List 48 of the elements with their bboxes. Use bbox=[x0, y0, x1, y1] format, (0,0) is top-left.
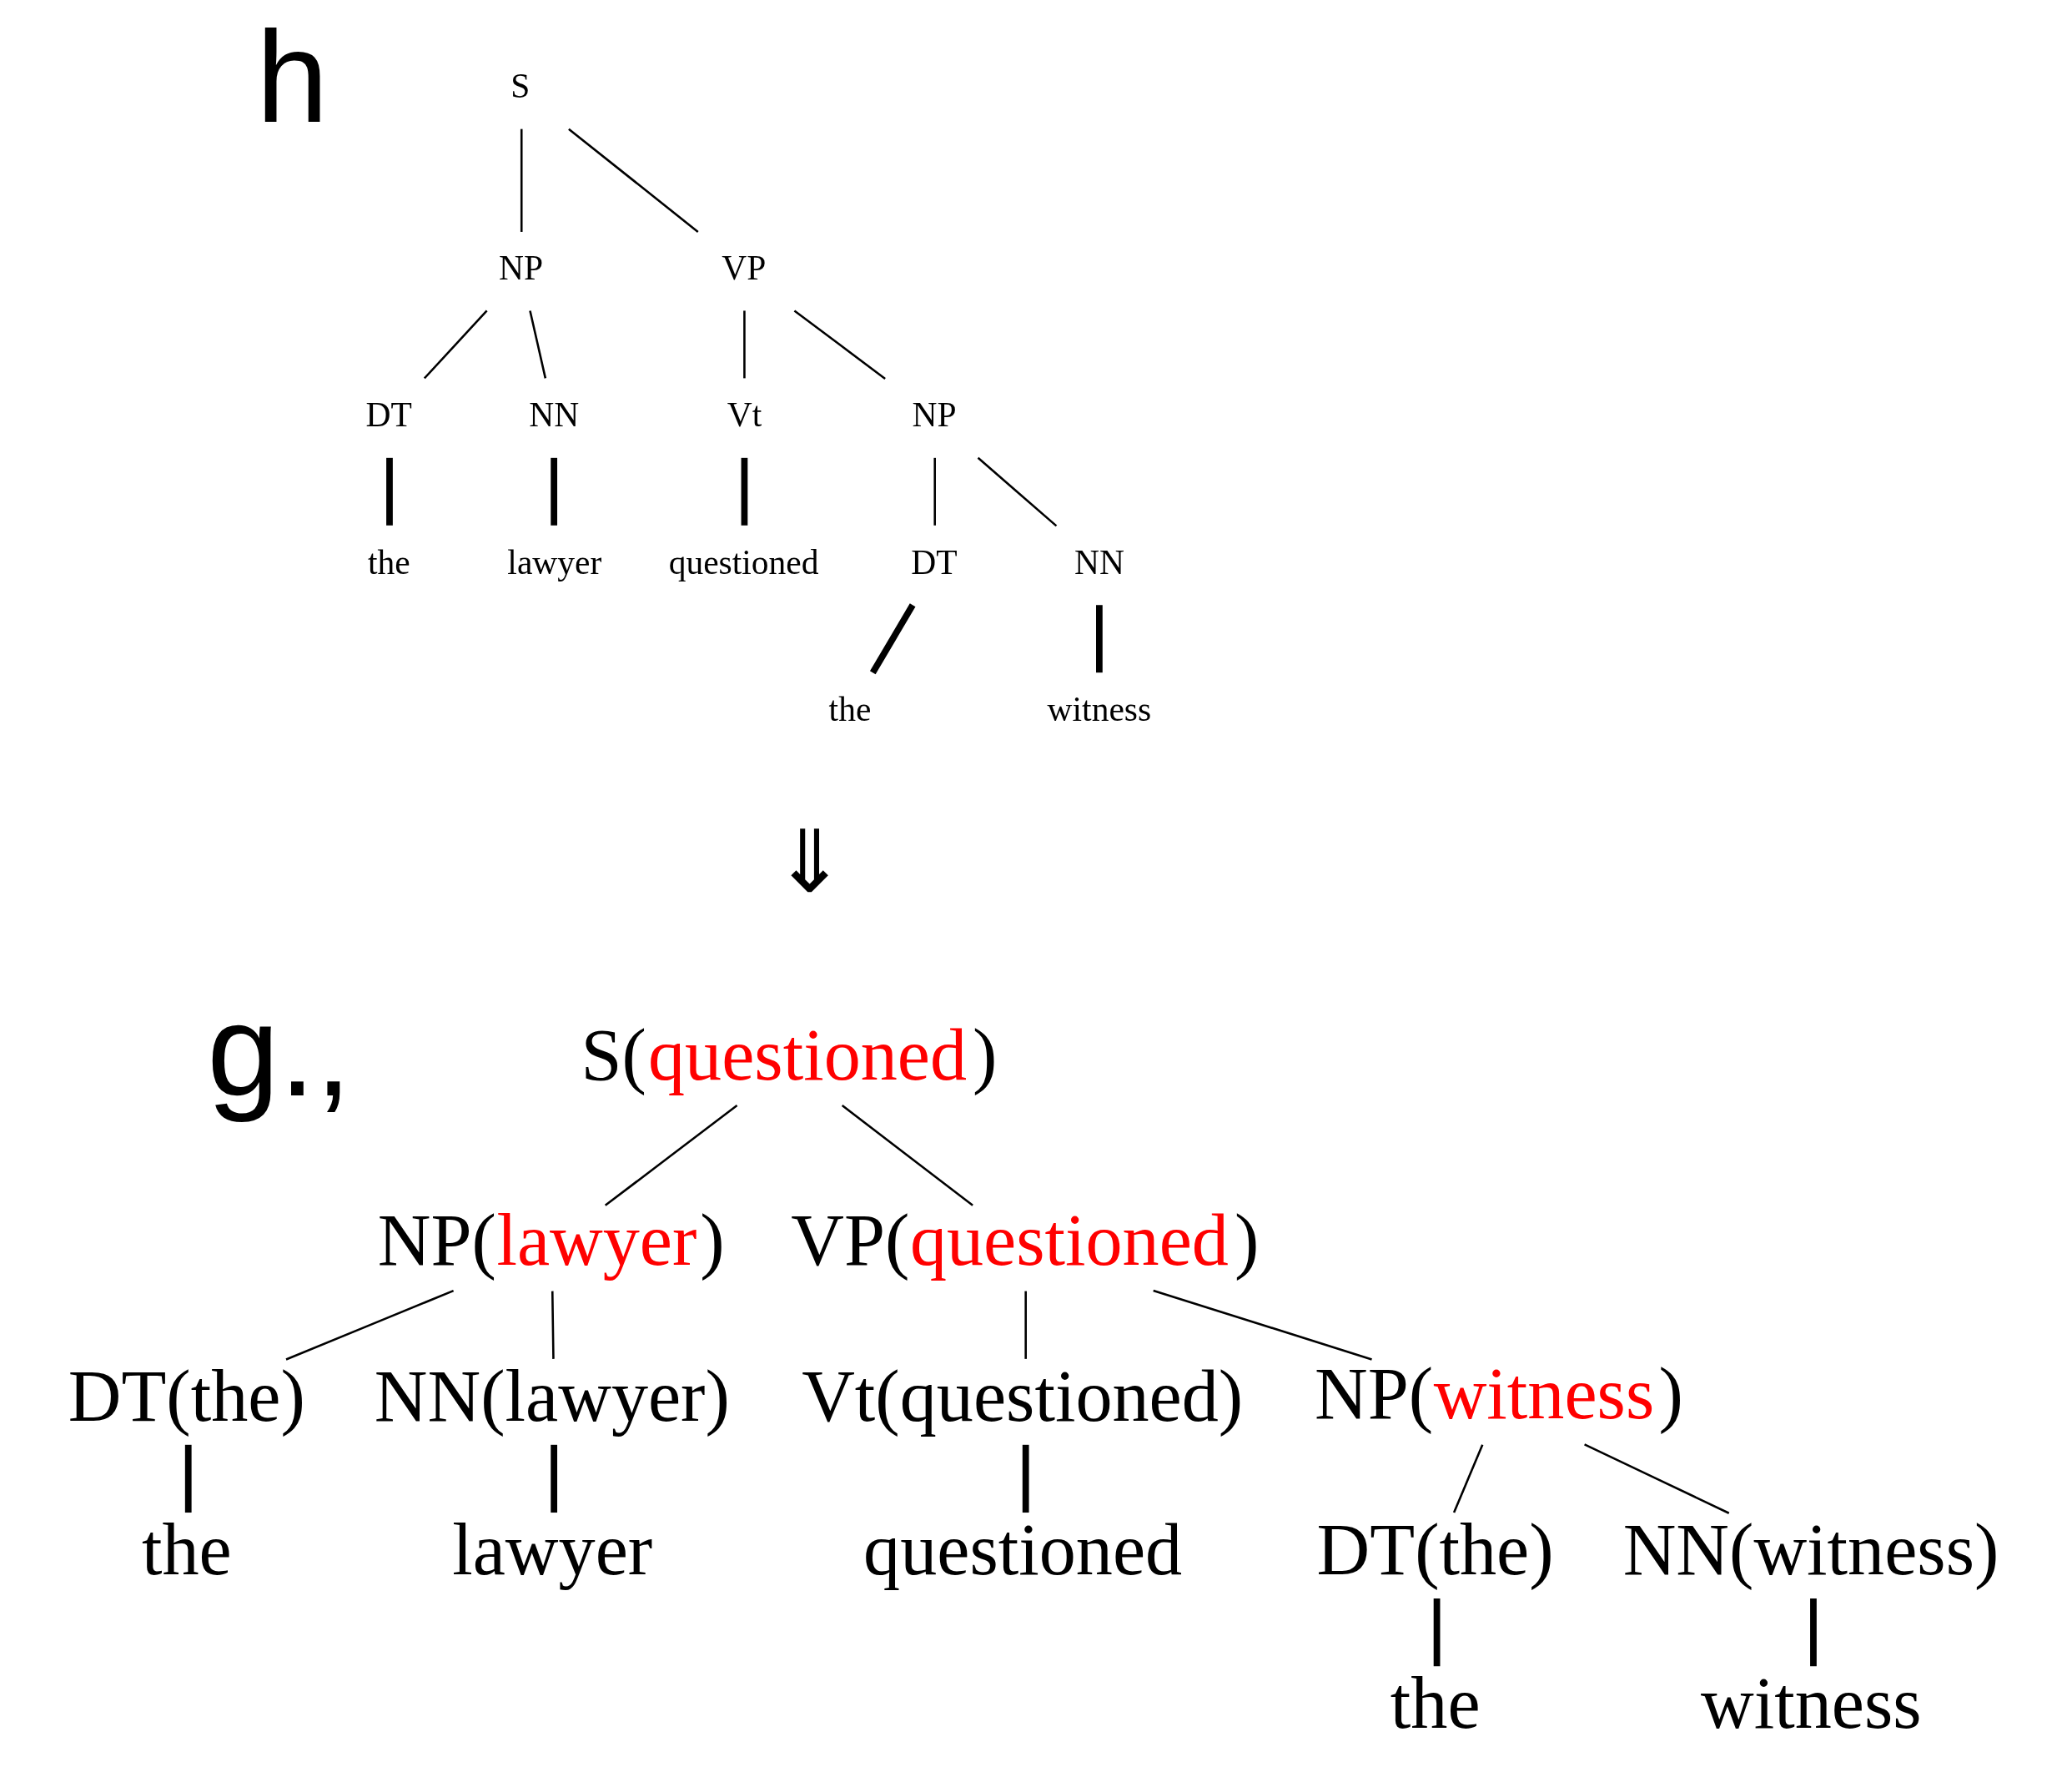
connector bbox=[977, 456, 1058, 527]
connector bbox=[520, 128, 523, 232]
connector bbox=[551, 1291, 555, 1359]
node-text: NN(lawyer) bbox=[374, 1354, 730, 1437]
node-text: the bbox=[828, 689, 872, 728]
connector bbox=[1452, 1444, 1484, 1513]
label: ⇓ bbox=[772, 813, 846, 911]
node-text: NN(witness) bbox=[1622, 1508, 1999, 1591]
connector bbox=[529, 310, 547, 379]
node-text: DT(the) bbox=[68, 1354, 305, 1437]
node-text: questioned bbox=[863, 1508, 1183, 1591]
node-text: witness bbox=[1701, 1662, 1922, 1744]
node-text: NN bbox=[1074, 542, 1124, 581]
node-text: the bbox=[141, 1508, 232, 1591]
connector bbox=[793, 310, 886, 380]
node-text: questioned bbox=[668, 542, 819, 581]
node-text: Vt bbox=[727, 395, 762, 435]
node-text: DT bbox=[365, 395, 412, 435]
connector bbox=[1584, 1443, 1730, 1514]
node-text: lawyer bbox=[452, 1508, 653, 1591]
node-text: NP(lawyer) bbox=[377, 1199, 725, 1281]
node-text: NP bbox=[499, 248, 544, 287]
connector bbox=[1024, 1291, 1027, 1359]
node-text: lawyer bbox=[507, 542, 602, 581]
connector bbox=[841, 1104, 973, 1206]
node-text: Vt(questioned) bbox=[802, 1354, 1244, 1437]
connector bbox=[1153, 1289, 1372, 1361]
connector bbox=[568, 128, 699, 233]
connector bbox=[604, 1104, 738, 1206]
node-text: DT(the) bbox=[1316, 1508, 1554, 1591]
node-text: DT bbox=[911, 542, 958, 581]
node-text: S bbox=[510, 66, 531, 105]
label: h bbox=[255, 3, 329, 149]
node-text: the bbox=[1390, 1662, 1481, 1744]
node-text: witness bbox=[1047, 689, 1152, 728]
node-text: NP(witness) bbox=[1315, 1352, 1683, 1435]
connector bbox=[933, 457, 936, 526]
node-text: VP bbox=[722, 248, 767, 287]
connector bbox=[423, 310, 488, 380]
connector bbox=[285, 1289, 455, 1361]
connector bbox=[869, 603, 916, 675]
node-text: the bbox=[368, 542, 410, 581]
node-text: NP bbox=[912, 395, 957, 435]
label: g., bbox=[207, 978, 352, 1124]
node-text: VP(questioned) bbox=[791, 1199, 1260, 1281]
node-text: NN bbox=[529, 395, 580, 435]
node-text: S(questioned) bbox=[581, 1014, 998, 1096]
connector bbox=[743, 310, 746, 379]
